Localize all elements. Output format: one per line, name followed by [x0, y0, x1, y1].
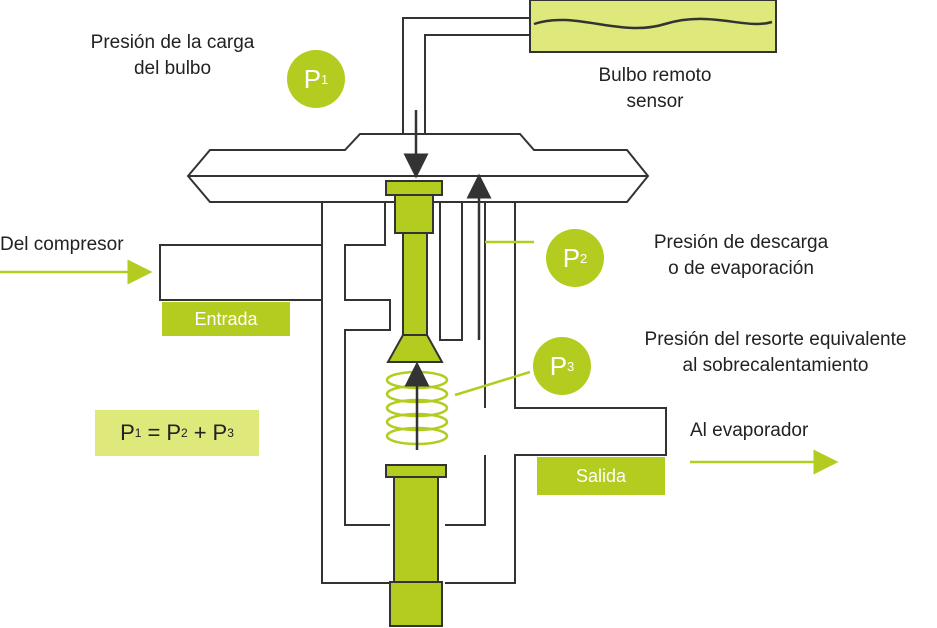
valve-body: [159, 202, 667, 584]
to-evaporator-label: Al evaporador: [690, 420, 809, 441]
remote-bulb-line-1: Bulbo remoto: [598, 65, 712, 86]
p3-letter: P: [549, 350, 568, 381]
force-arrows: [403, 110, 492, 450]
p1-sub: 1: [321, 71, 329, 87]
formula-p2: P: [166, 420, 181, 445]
formula-p1: P: [120, 420, 135, 445]
inlet-tag: Entrada: [162, 302, 290, 336]
spring-pressure-line-1: Presión del resorte equivalente: [644, 329, 907, 350]
formula-p2-sub: 2: [181, 426, 188, 440]
capillary-tube: [402, 17, 530, 148]
leader-lines: [454, 240, 534, 397]
bulb-pressure-line-1: Presión de la carga: [90, 32, 255, 53]
bulb-pressure-line-2: del bulbo: [133, 58, 212, 79]
discharge-pressure-line-1: Presión de descarga: [653, 232, 829, 253]
p2-letter: P: [562, 242, 581, 273]
p3-sub: 3: [567, 358, 575, 374]
flow-arrows: [0, 259, 839, 475]
from-compressor-label: Del compresor: [0, 234, 124, 255]
formula-p1-sub: 1: [134, 426, 142, 440]
formula-p3-sub: 3: [227, 426, 234, 440]
p1-letter: P: [303, 63, 322, 94]
remote-bulb: [529, 0, 777, 53]
valve-stem: [385, 180, 444, 363]
bulb-pressure-label: Presión de la carga del bulbo: [70, 30, 275, 82]
outlet-tag: Salida: [537, 457, 665, 495]
formula-p3: P: [212, 420, 228, 445]
discharge-pressure-line-2: o de evaporación: [668, 258, 814, 279]
discharge-pressure-label: Presión de descarga o de evaporación: [630, 230, 852, 282]
formula-plus: +: [193, 420, 207, 445]
formula-equals: =: [147, 420, 161, 445]
remote-bulb-line-2: sensor: [626, 91, 684, 112]
remote-bulb-label: Bulbo remoto sensor: [560, 63, 750, 115]
adjusting-screw: [385, 464, 447, 627]
spring-pressure-label: Presión del resorte equivalente al sobre…: [614, 327, 937, 379]
p2-sub: 2: [580, 250, 588, 266]
spring-pressure-line-2: al sobrecalentamiento: [682, 355, 869, 376]
